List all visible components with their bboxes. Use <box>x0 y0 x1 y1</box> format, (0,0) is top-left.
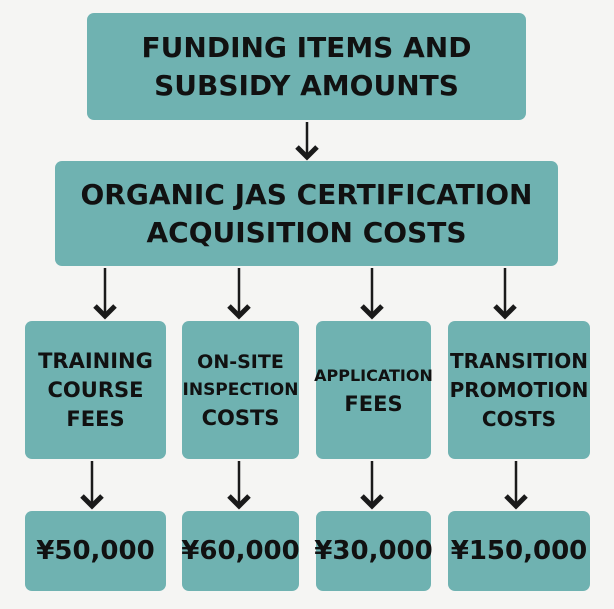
category-label-line: APPLICATION <box>314 366 433 385</box>
subtitle-line-1: ORGANIC JAS CERTIFICATION <box>80 177 533 211</box>
title-line-2: SUBSIDY AMOUNTS <box>154 68 459 102</box>
category-label-line: COURSE <box>47 377 144 402</box>
amount-value: ¥50,000 <box>36 536 155 566</box>
amount-transition-promotion-costs: ¥150,000 <box>448 511 590 591</box>
category-application-fees: APPLICATION FEES <box>314 321 433 459</box>
category-label-line: COSTS <box>201 406 280 430</box>
amount-value: ¥150,000 <box>450 536 588 566</box>
title-line-1: FUNDING ITEMS AND <box>141 30 472 64</box>
subtitle-line-2: ACQUISITION COSTS <box>146 215 467 249</box>
category-label-line: FEES <box>66 406 125 431</box>
category-label-line: TRANSITION <box>450 348 588 373</box>
amount-on-site-inspection-costs: ¥60,000 <box>181 511 300 591</box>
category-label-line: ON-SITE <box>197 351 284 373</box>
subtitle-box: ORGANIC JAS CERTIFICATION ACQUISITION CO… <box>55 161 558 266</box>
category-label-line: FEES <box>344 392 403 416</box>
amount-application-fees: ¥30,000 <box>314 511 433 591</box>
category-training-course-fees: TRAINING COURSE FEES <box>25 321 166 459</box>
amount-value: ¥30,000 <box>314 536 433 566</box>
amount-value: ¥60,000 <box>181 536 300 566</box>
category-label-line: INSPECTION <box>182 380 299 400</box>
category-transition-promotion-costs: TRANSITION PROMOTION COSTS <box>448 321 590 459</box>
category-label-line: COSTS <box>481 406 557 431</box>
title-box: FUNDING ITEMS AND SUBSIDY AMOUNTS <box>87 13 526 120</box>
category-label-line: TRAINING <box>38 348 153 373</box>
category-on-site-inspection-costs: ON-SITE INSPECTION COSTS <box>182 321 299 459</box>
category-label-line: PROMOTION <box>449 377 589 402</box>
amount-training-course-fees: ¥50,000 <box>25 511 166 591</box>
